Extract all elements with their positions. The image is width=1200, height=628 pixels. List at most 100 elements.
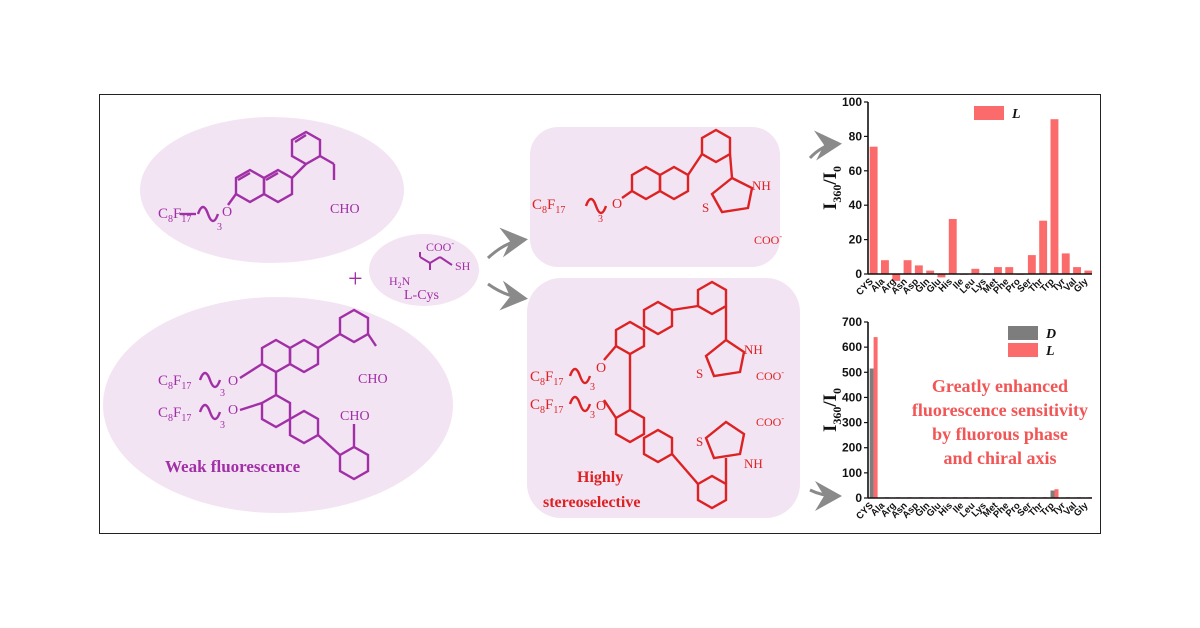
bar-L-Tyr xyxy=(1061,253,1070,274)
coo-label-2: COO- xyxy=(756,368,784,383)
o-label-3: O xyxy=(228,403,238,418)
legend-label-D: D xyxy=(1045,327,1056,342)
bubble-binaphthyl xyxy=(103,297,453,513)
bar-L-Phe xyxy=(1005,267,1014,274)
bar-L-Ser xyxy=(1027,255,1036,274)
arrow-to-bottom-product xyxy=(487,280,528,311)
bar-L-Ala xyxy=(881,260,889,274)
coo-label-1: COO- xyxy=(754,232,782,247)
y-tick-label-100: 100 xyxy=(842,96,862,109)
arrow-to-top-chart xyxy=(808,130,842,161)
n3-label-4: 3 xyxy=(598,214,603,225)
bar-L-Arg xyxy=(892,274,901,281)
molecule-thiazolidine-product xyxy=(584,128,754,215)
y-title-sub2: 0 xyxy=(830,166,844,172)
n3-label-2: 3 xyxy=(220,388,225,399)
bar-L-CYS xyxy=(873,337,878,498)
y-title-sub2: 0 xyxy=(830,388,844,394)
plus-sign: + xyxy=(348,264,363,293)
enhanced-text-line-1: Greatly enhanced xyxy=(932,376,1068,396)
y-tick-label-0: 0 xyxy=(855,267,862,281)
arrow-to-top-product xyxy=(486,227,528,260)
n3-label-1: 3 xyxy=(217,222,222,233)
caption-stereoselective: stereoselective xyxy=(543,494,640,511)
n3-label-5: 3 xyxy=(590,382,595,393)
bar-L-Val xyxy=(1073,267,1081,274)
y-title-i: I xyxy=(822,425,841,432)
legend-label-L: L xyxy=(1011,107,1021,122)
y-title-slash: /I xyxy=(822,394,841,408)
s-label-2: S xyxy=(696,366,703,381)
y-title-sub1: 360 xyxy=(830,407,844,425)
o-label-6: O xyxy=(596,399,606,414)
cho-label-3: CHO xyxy=(340,409,370,424)
y-tick-label-700: 700 xyxy=(842,315,862,329)
nh-label-1: NH xyxy=(752,178,771,193)
y-axis-title: I360/I0 xyxy=(822,388,844,432)
y-tick-label-40: 40 xyxy=(849,198,863,212)
y-tick-label-20: 20 xyxy=(849,233,863,247)
bar-L-Glu xyxy=(937,274,946,278)
s-label-3: S xyxy=(696,434,703,449)
o-label-2: O xyxy=(228,374,238,389)
arrow-to-bottom-chart xyxy=(809,480,842,511)
enhanced-text-line-2: fluorescence sensitivity xyxy=(912,400,1088,420)
y-axis-title: I360/I0 xyxy=(822,166,844,210)
chart-d-l-enhancement: 0100200300400500600700CYSAlaArgAsnAspGln… xyxy=(822,315,1092,522)
bar-L-Trp xyxy=(1054,489,1059,498)
y-title-i: I xyxy=(822,203,841,210)
y-tick-label-0: 0 xyxy=(855,491,862,505)
bar-L-Met xyxy=(994,267,1002,274)
enhanced-text-line-4: and chiral axis xyxy=(943,448,1056,468)
bar-L-Gln xyxy=(926,270,935,274)
y-tick-label-100: 100 xyxy=(842,466,862,480)
y-tick-label-300: 300 xyxy=(842,416,862,430)
cho-label-2: CHO xyxy=(358,372,388,387)
enhanced-text-line-3: by fluorous phase xyxy=(932,424,1068,444)
legend-swatch-D xyxy=(1008,326,1038,340)
caption-highly: Highly xyxy=(577,469,623,486)
o-label-1: O xyxy=(222,205,232,220)
y-tick-label-600: 600 xyxy=(842,340,862,354)
molecule-naphthyl-aldehyde xyxy=(180,130,336,223)
molecule-bis-thiazolidine-product xyxy=(568,280,746,510)
o-label-4: O xyxy=(612,197,622,212)
bar-L-Leu xyxy=(971,268,980,274)
nh-label-3: NH xyxy=(744,456,763,471)
bar-D-Trp xyxy=(1050,490,1055,498)
figure-frame xyxy=(99,94,1101,534)
bubble-product-top xyxy=(530,127,780,267)
bar-L-CYS xyxy=(869,146,878,274)
y-tick-label-80: 80 xyxy=(849,129,863,143)
x-tick-label-Gly: Gly xyxy=(1072,500,1091,519)
n3-label-3: 3 xyxy=(220,420,225,431)
legend-swatch-L xyxy=(974,106,1004,120)
molecule-cysteine xyxy=(419,252,453,270)
bubble-cys xyxy=(369,234,479,306)
y-tick-label-60: 60 xyxy=(849,164,863,178)
legend-swatch-L xyxy=(1008,343,1038,357)
nh-label-2: NH xyxy=(744,342,763,357)
bar-L-His xyxy=(948,219,957,274)
bubble-naphthalene xyxy=(140,117,404,263)
cys-sh-label: SH xyxy=(455,259,471,273)
cho-label-1: CHO xyxy=(330,202,360,217)
y-title-sub1: 360 xyxy=(830,185,844,203)
bar-D-CYS xyxy=(869,368,874,498)
bar-L-Asn xyxy=(903,260,912,274)
y-tick-label-400: 400 xyxy=(842,390,862,404)
bar-L-Trp xyxy=(1050,119,1059,274)
y-tick-label-500: 500 xyxy=(842,365,862,379)
coo-label-3: COO- xyxy=(756,414,784,429)
n3-label-6: 3 xyxy=(590,410,595,421)
bar-L-Asp xyxy=(914,265,923,274)
y-tick-label-200: 200 xyxy=(842,441,862,455)
caption-weak-fluorescence: Weak fluorescence xyxy=(165,457,301,476)
cys-coo-label: COO- xyxy=(426,239,454,254)
bar-L-Thr xyxy=(1039,220,1048,274)
molecule-binaphthyl-dialdehyde xyxy=(198,308,377,481)
cys-amine-label: H2N xyxy=(389,274,411,290)
s-label-1: S xyxy=(702,200,709,215)
o-label-5: O xyxy=(596,361,606,376)
